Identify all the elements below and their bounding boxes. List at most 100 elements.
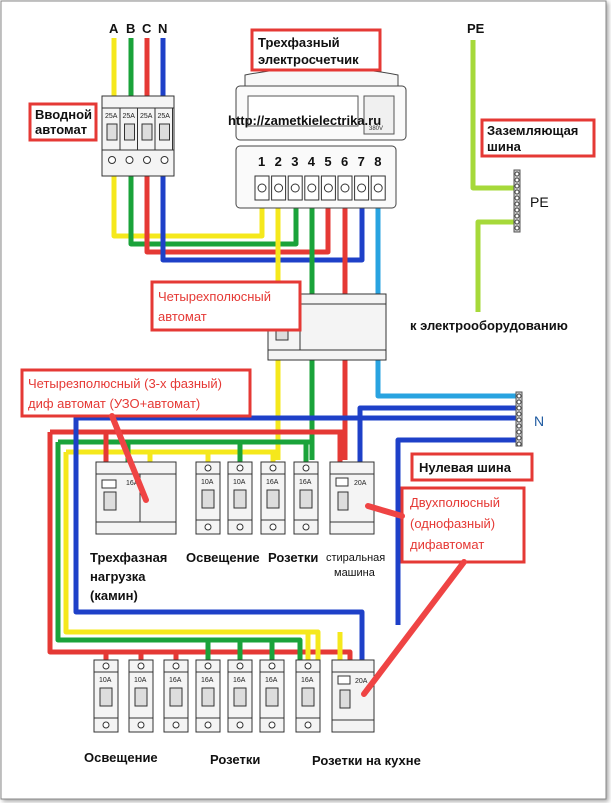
bus-screw: [516, 405, 522, 411]
row2-breaker-6[interactable]: 16A: [259, 659, 285, 733]
pe-top-label: PE: [467, 21, 485, 36]
rcbo-2p-row1-test-button[interactable]: [335, 477, 349, 487]
row1-breaker-3[interactable]: 16A: [260, 461, 286, 535]
row1-breaker-1-screw-top: [204, 464, 212, 472]
row1-breaker-4-screw-top: [302, 464, 310, 472]
meter-terminal-screw: [373, 183, 383, 193]
bus-screw: [514, 213, 520, 219]
rcbo-2p-row1[interactable]: 20A: [329, 461, 375, 535]
row2-breaker-7-rating: 16A: [301, 677, 314, 684]
row1-breaker-3-screw-bottom: [269, 523, 277, 531]
row2-breaker-2[interactable]: 10A: [128, 659, 154, 733]
row1-breaker-2[interactable]: 10A: [227, 461, 253, 535]
row2-breaker-1-lever[interactable]: [99, 687, 113, 707]
row2-breaker-1[interactable]: 10A: [93, 659, 119, 733]
input-pole-lever[interactable]: [106, 123, 118, 141]
meter-terminal-screw: [357, 183, 367, 193]
row2-breaker-4[interactable]: 16A: [195, 659, 221, 733]
rcbo-4p-lever[interactable]: [103, 491, 117, 511]
input-pole-rating: 25A: [158, 113, 171, 120]
wires: [47, 38, 520, 665]
row2-label-lighting: Освещение: [84, 750, 158, 765]
row1-breaker-4[interactable]: 16A: [293, 461, 319, 535]
input-pole-lever[interactable]: [141, 123, 153, 141]
row1-label-sockets: Розетки: [268, 550, 318, 565]
callout-rcbo-2p-box: [400, 486, 526, 564]
wire-c-to-meter-5: [144, 170, 331, 255]
wire-n-to-meter-7: [160, 170, 365, 263]
row1-breaker-2-lever[interactable]: [233, 489, 247, 509]
bus-screw: [516, 441, 522, 447]
row2-breaker-4-screw-bottom: [204, 721, 212, 729]
meter-url[interactable]: http://zametkielectrika.ru: [228, 113, 381, 128]
row2-breaker-5-lever[interactable]: [233, 687, 247, 707]
row2-breaker-6-screw-top: [268, 662, 276, 670]
input-pole-rating: 25A: [105, 113, 118, 120]
callout-rcbo-4p: Четырезполюсный (3-х фазный)диф автомат …: [20, 368, 252, 503]
row2-breaker-3-screw-top: [172, 662, 180, 670]
bus-screw: [516, 417, 522, 423]
meter-terminal-screw: [290, 183, 300, 193]
row2-breaker-5[interactable]: 16A: [227, 659, 253, 733]
rcbo-2p-row1-body: [329, 461, 375, 535]
row1-breaker-1[interactable]: 10A: [195, 461, 221, 535]
wire-b-distribution-bus: [55, 442, 303, 660]
bus-screw: [514, 225, 520, 231]
callout-ground-bus-box: [480, 118, 596, 158]
row2-breaker-1-rating: 10A: [99, 677, 112, 684]
row2-breaker-2-lever[interactable]: [134, 687, 148, 707]
row2-label-sockets: Розетки: [210, 752, 260, 767]
callout-meter-box: [250, 28, 382, 72]
callout-rcbo-2p: Двухполюсный(однофазный)дифавтомат: [361, 486, 526, 697]
meter-terminal-number: 7: [358, 154, 365, 169]
meter-terminal-screw: [323, 183, 333, 193]
callout-neutral-bus-text: Нулевая шина: [419, 460, 512, 475]
bus-screw: [514, 201, 520, 207]
input-pole-rating: 25A: [123, 113, 136, 120]
row2-breaker-7[interactable]: 16A: [295, 659, 321, 733]
wire-neutral-to-row2: [73, 415, 520, 660]
meter-terminal-number: 4: [308, 154, 316, 169]
rcbo-4p-test-button[interactable]: [101, 479, 117, 489]
rcbo-2p-row2-lever[interactable]: [339, 689, 351, 709]
meter-terminal-number: 8: [374, 154, 381, 169]
row2-breaker-6-lever[interactable]: [265, 687, 279, 707]
bus-screw: [514, 177, 520, 183]
rcbo-2p-row2-test-button[interactable]: [337, 675, 351, 685]
rcbo-4p-rating: 16A: [126, 480, 139, 487]
row1-label-lighting: Освещение: [186, 550, 260, 565]
meter-model-text: 380V: [369, 126, 383, 132]
input-breaker[interactable]: 25A 25A 25A 25A: [101, 95, 175, 177]
bus-screw: [514, 171, 520, 177]
row1-breaker-2-rating: 10A: [233, 479, 246, 486]
row1-breaker-4-lever[interactable]: [299, 489, 313, 509]
row2-breaker-3-lever[interactable]: [169, 687, 183, 707]
neutral-bus: [515, 391, 523, 447]
input-pole-lever[interactable]: [159, 123, 170, 141]
rcbo-2p-row2-body: [331, 659, 375, 733]
rcbo-2p-row1-lever[interactable]: [337, 491, 349, 511]
input-pole-rating: 25A: [140, 113, 153, 120]
row2-breaker-7-lever[interactable]: [301, 687, 315, 707]
bus-screw: [516, 411, 522, 417]
input-pole-lever[interactable]: [124, 123, 135, 141]
rcbo-2p-row2[interactable]: 20A: [331, 659, 375, 733]
callout-rcbo-2p-text: Двухполюсный(однофазный)дифавтомат: [410, 495, 500, 552]
row2-breaker-6-rating: 16A: [265, 677, 278, 684]
row1-breaker-1-lever[interactable]: [201, 489, 215, 509]
callout-input-breaker-box: [28, 102, 98, 142]
row2-breaker-3[interactable]: 16A: [163, 659, 189, 733]
row2-breaker-4-rating: 16A: [201, 677, 214, 684]
row2-breaker-4-lever[interactable]: [201, 687, 215, 707]
bus-screw: [516, 435, 522, 441]
neutral-bus-screws: [516, 393, 522, 447]
row2-label-kitchen: Розетки на кухне: [312, 753, 421, 768]
row1-breaker-3-lever[interactable]: [266, 489, 280, 509]
row1-breaker-1-rating: 10A: [201, 479, 214, 486]
bus-screw: [516, 429, 522, 435]
